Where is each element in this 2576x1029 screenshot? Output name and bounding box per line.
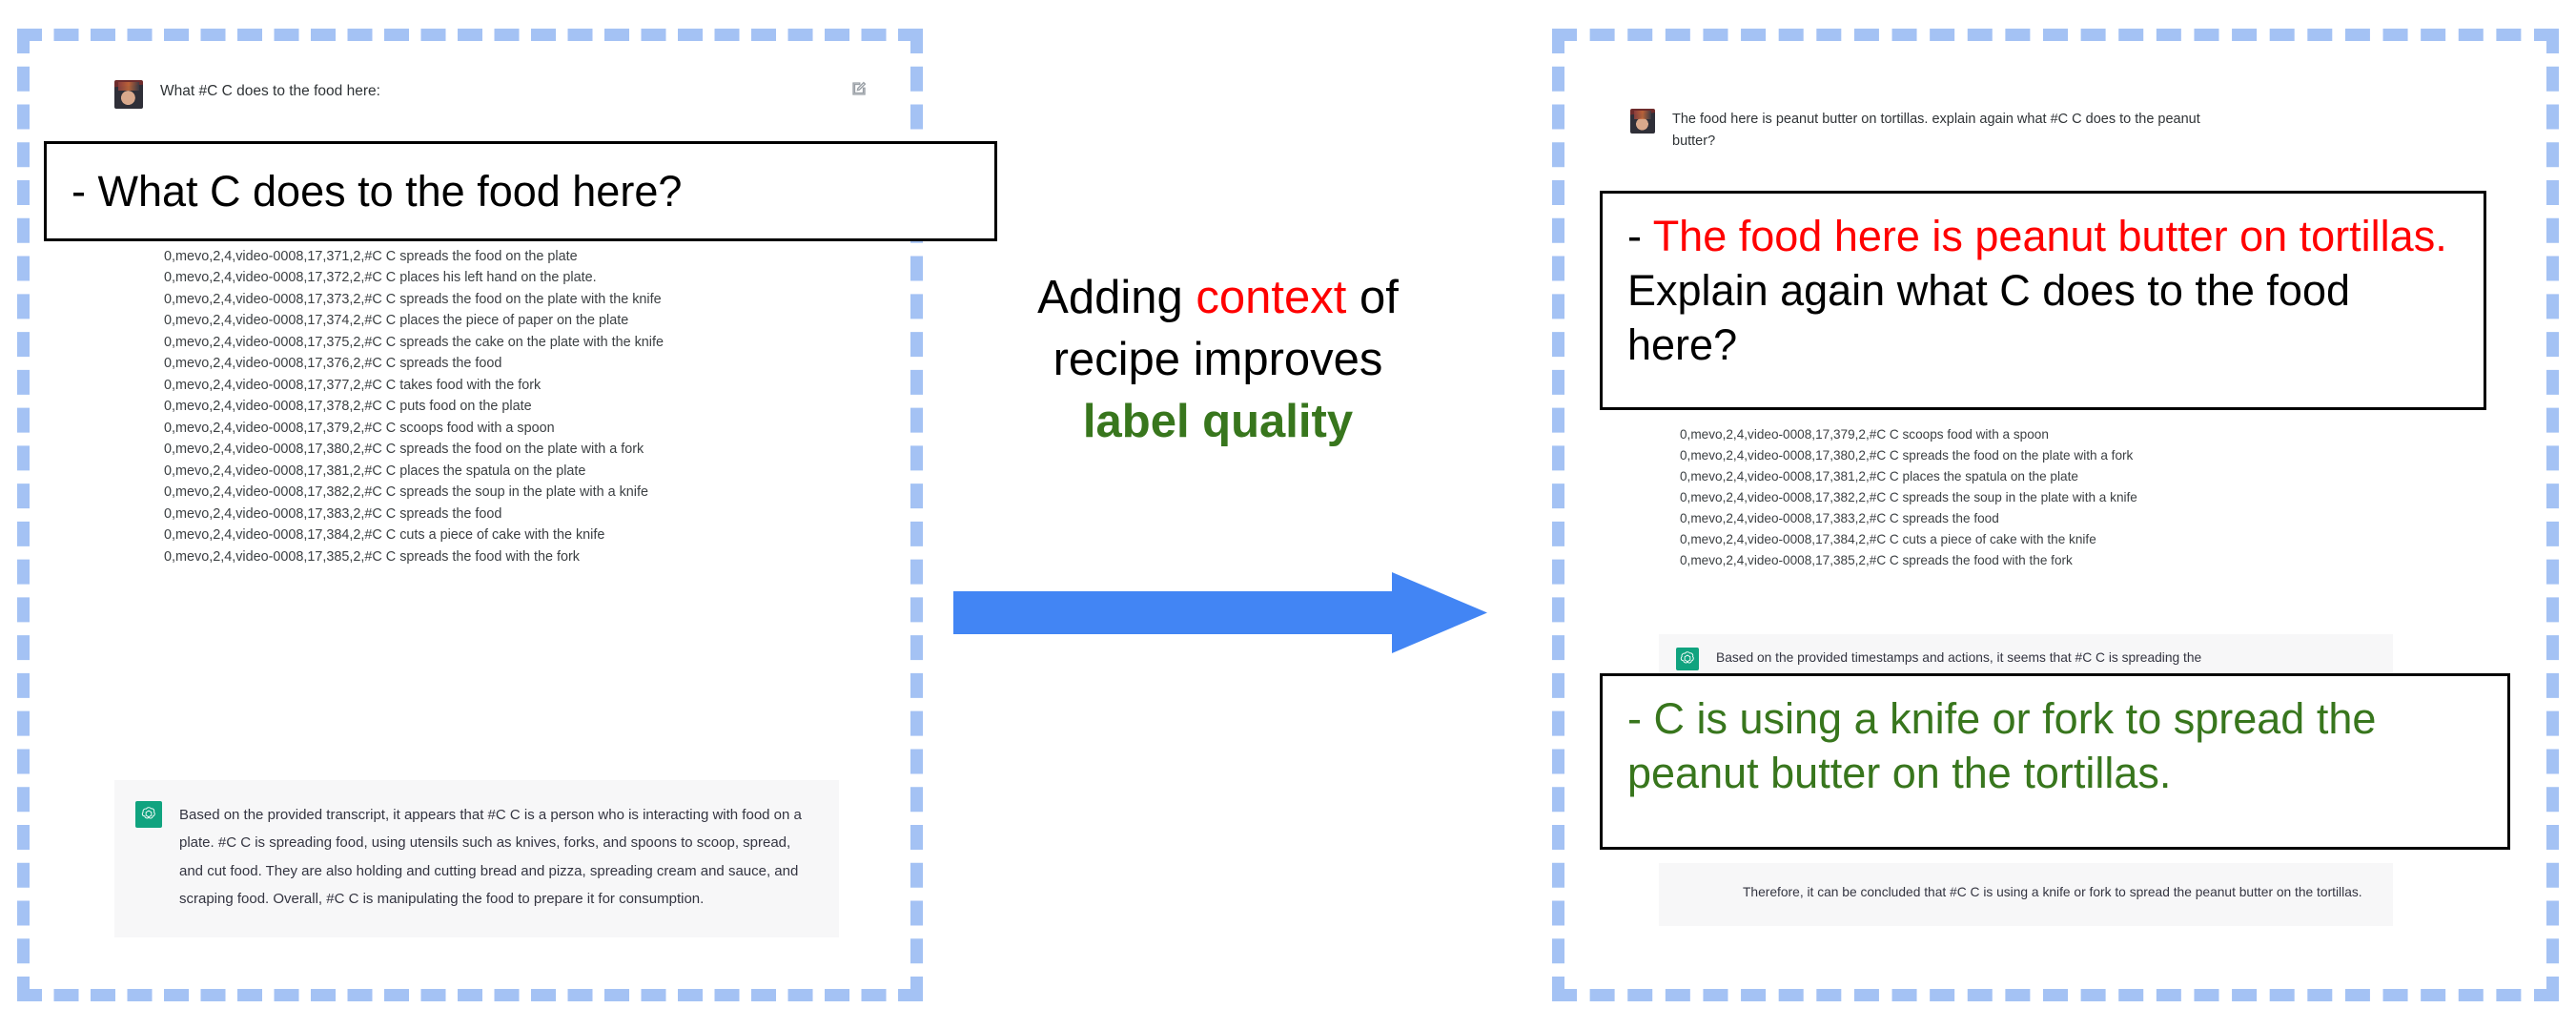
right-assistant-message-bottom: Therefore, it can be concluded that #C C…	[1659, 863, 2393, 926]
right-assistant-response-bottom-text: Therefore, it can be concluded that #C C…	[1743, 885, 2362, 899]
user-avatar	[1630, 109, 1655, 134]
transcript-line: 0,mevo,2,4,video-0008,17,382,2,#C C spre…	[164, 484, 648, 501]
left-annotation-callout: - What C does to the food here?	[44, 141, 997, 241]
transcript-line: 0,mevo,2,4,video-0008,17,385,2,#C C spre…	[164, 548, 580, 565]
openai-logo-icon	[1676, 648, 1699, 670]
left-user-message-text: What #C C does to the food here:	[160, 83, 380, 99]
right-annotation-callout-answer: - C is using a knife or fork to spread t…	[1600, 673, 2510, 850]
center-message-line-2: recipe improves	[1053, 334, 1383, 386]
transcript-line: 0,mevo,2,4,video-0008,17,385,2,#C C spre…	[1680, 553, 2073, 568]
right-callout-dash: -	[1627, 212, 1653, 260]
right-user-message-row: The food here is peanut butter on tortil…	[1630, 105, 2240, 157]
transcript-line: 0,mevo,2,4,video-0008,17,374,2,#C C plac…	[164, 313, 629, 329]
right-callout-answer-text: - C is using a knife or fork to spread t…	[1627, 694, 2377, 798]
transcript-line: 0,mevo,2,4,video-0008,17,377,2,#C C take…	[164, 377, 542, 393]
transcript-line: 0,mevo,2,4,video-0008,17,376,2,#C C spre…	[164, 356, 502, 372]
left-assistant-message-row: Based on the provided transcript, it app…	[114, 780, 839, 937]
openai-logo-icon	[135, 801, 162, 828]
transcript-line: 0,mevo,2,4,video-0008,17,384,2,#C C cuts…	[1680, 532, 2096, 547]
transcript-line: 0,mevo,2,4,video-0008,17,381,2,#C C plac…	[164, 463, 586, 479]
right-callout-red-text: The food here is peanut butter on tortil…	[1652, 212, 2447, 260]
right-assistant-response-top-text: Based on the provided timestamps and act…	[1716, 650, 2202, 665]
edit-icon[interactable]	[850, 80, 868, 97]
transcript-line: 0,mevo,2,4,video-0008,17,382,2,#C C spre…	[1680, 490, 2137, 505]
transcript-line: 0,mevo,2,4,video-0008,17,381,2,#C C plac…	[1680, 469, 2078, 484]
transcript-line: 0,mevo,2,4,video-0008,17,378,2,#C C puts…	[164, 399, 532, 415]
transcript-line: 0,mevo,2,4,video-0008,17,371,2,#C C spre…	[164, 249, 578, 264]
right-arrow-icon	[953, 572, 1487, 653]
right-transcript-block: 0,mevo,2,4,video-0008,17,379,2,#C C scoo…	[1680, 424, 2462, 571]
left-assistant-response-text: Based on the provided transcript, it app…	[179, 807, 802, 907]
transcript-line: 0,mevo,2,4,video-0008,17,379,2,#C C scoo…	[164, 420, 555, 436]
center-message: Adding context of recipe improves label …	[939, 267, 1497, 453]
center-message-line-3: label quality	[1082, 396, 1354, 448]
user-avatar	[114, 80, 143, 109]
right-example-frame	[1552, 29, 2559, 1001]
transcript-line: 0,mevo,2,4,video-0008,17,380,2,#C C spre…	[164, 442, 644, 458]
right-callout-black-text: Explain again what C does to the food he…	[1627, 266, 2351, 370]
center-line1-prefix: Adding	[1037, 272, 1196, 323]
transcript-line: 0,mevo,2,4,video-0008,17,383,2,#C C spre…	[1680, 511, 1999, 526]
right-annotation-callout-question: - The food here is peanut butter on tort…	[1600, 191, 2486, 410]
center-line1-suffix: of	[1346, 272, 1399, 323]
transcript-line: 0,mevo,2,4,video-0008,17,375,2,#C C spre…	[164, 334, 664, 350]
right-user-message-text: The food here is peanut butter on tortil…	[1672, 112, 2200, 150]
left-callout-text: - What C does to the food here?	[72, 166, 683, 216]
center-line1-highlight: context	[1196, 272, 1347, 323]
transcript-line: 0,mevo,2,4,video-0008,17,372,2,#C C plac…	[164, 270, 597, 286]
left-transcript-block: 0,mevo,2,4,video-0008,17,371,2,#C C spre…	[164, 246, 927, 567]
left-user-message-row: What #C C does to the food here:	[114, 76, 868, 113]
transcript-line: 0,mevo,2,4,video-0008,17,379,2,#C C scoo…	[1680, 427, 2049, 442]
transcript-line: 0,mevo,2,4,video-0008,17,373,2,#C C spre…	[164, 291, 662, 307]
transcript-line: 0,mevo,2,4,video-0008,17,383,2,#C C spre…	[164, 505, 502, 522]
center-message-line-1: Adding context of	[939, 267, 1497, 329]
transcript-line: 0,mevo,2,4,video-0008,17,380,2,#C C spre…	[1680, 448, 2134, 463]
left-example-frame	[17, 29, 923, 1001]
transcript-line: 0,mevo,2,4,video-0008,17,384,2,#C C cuts…	[164, 527, 605, 544]
